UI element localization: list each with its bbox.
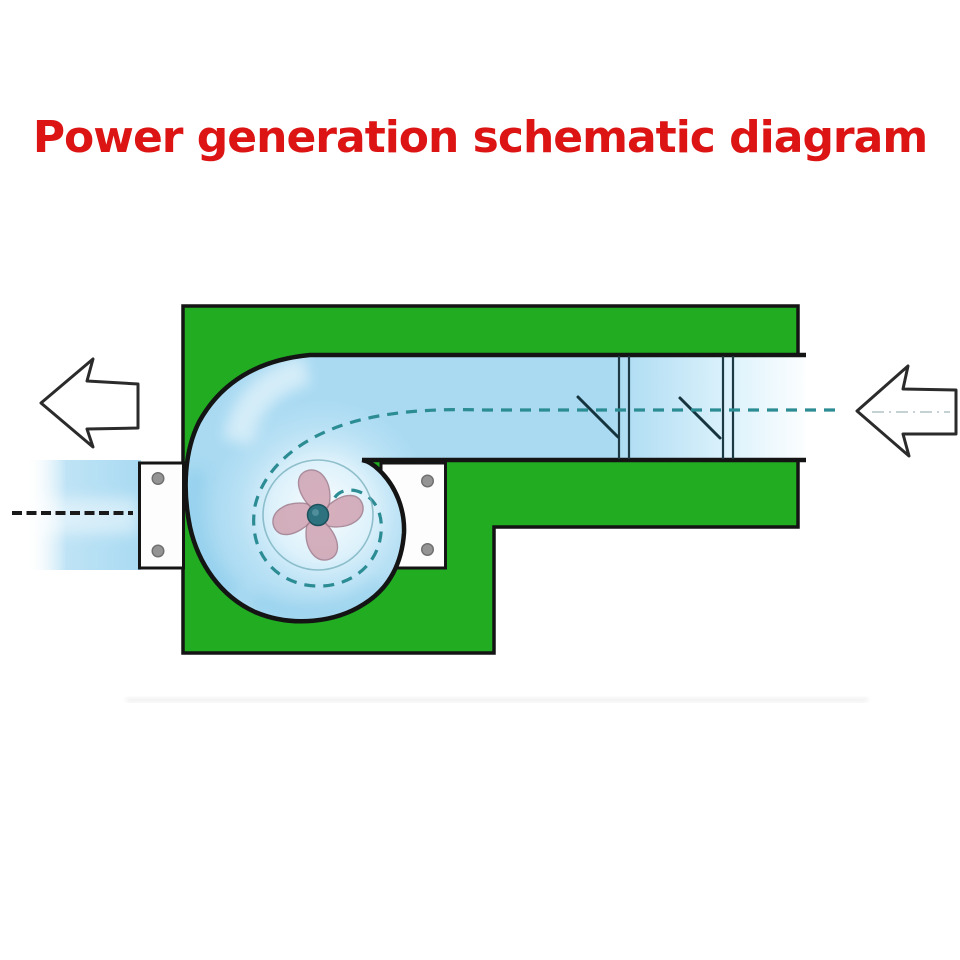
impeller-guide-circle bbox=[262, 459, 374, 571]
inlet-duct-fittings bbox=[576, 355, 735, 460]
volute-outline bbox=[183, 352, 806, 624]
flow-centerline-dashed bbox=[252, 407, 835, 588]
mounting-flange-left bbox=[138, 461, 185, 570]
bolt-icon bbox=[151, 472, 165, 486]
bolt-icon bbox=[421, 474, 435, 488]
page-title: Power generation schematic diagram bbox=[32, 112, 928, 163]
duct-damper-line bbox=[678, 396, 722, 440]
inlet-arrow bbox=[855, 364, 958, 458]
bolt-icon bbox=[151, 544, 165, 558]
fan-hub bbox=[306, 503, 330, 527]
fan-impeller bbox=[272, 469, 364, 561]
outlet-arrow-icon bbox=[39, 357, 140, 449]
floor-shadow bbox=[126, 698, 868, 702]
outlet-duct-flow bbox=[12, 460, 141, 570]
fan-hub-highlight bbox=[312, 509, 319, 516]
duct-damper-line bbox=[576, 395, 620, 439]
bolt-icon bbox=[421, 543, 435, 557]
